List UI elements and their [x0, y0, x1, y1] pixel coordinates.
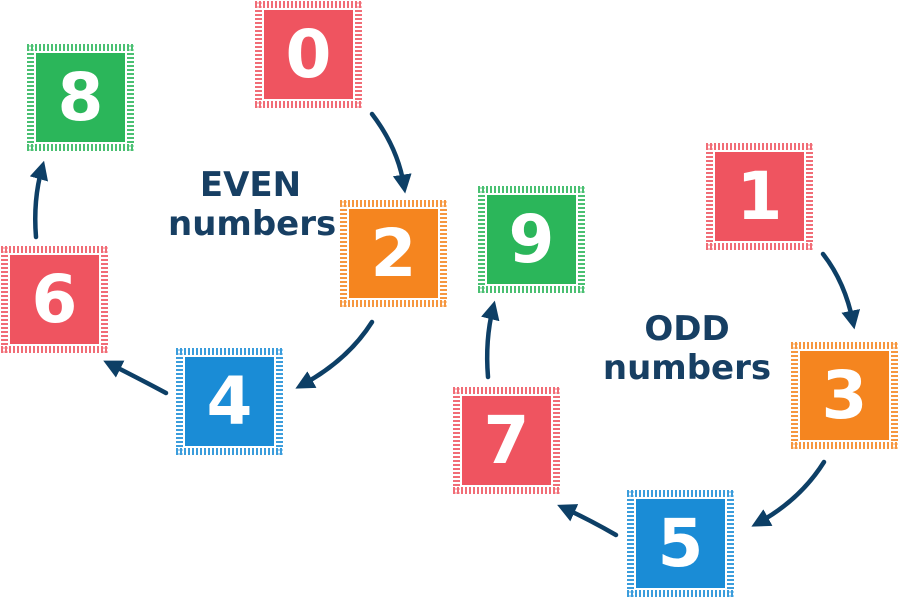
arrow-7-to-9 — [481, 300, 500, 380]
digit-2: 2 — [370, 214, 417, 292]
arrow-1-to-3 — [820, 251, 861, 330]
tile-1: 1 — [706, 143, 813, 250]
digit-6: 6 — [31, 260, 78, 338]
tile-3: 3 — [791, 342, 898, 449]
arrow-3-to-5 — [751, 459, 827, 527]
even-numbers-label: EVEN numbers — [168, 165, 337, 245]
digit-8: 8 — [57, 58, 104, 136]
even-label-line1: EVEN — [199, 165, 302, 205]
tile-5: 5 — [627, 490, 734, 597]
digit-4: 4 — [206, 362, 253, 440]
arrow-0-to-2 — [369, 111, 412, 194]
tile-6: 6 — [1, 246, 108, 353]
tile-9: 9 — [478, 186, 585, 293]
digit-3: 3 — [821, 356, 868, 434]
digit-7: 7 — [483, 401, 530, 479]
arrow-4-to-6 — [103, 360, 169, 396]
digit-9: 9 — [508, 200, 555, 278]
digit-0: 0 — [285, 15, 332, 93]
odd-label-line1: ODD — [644, 309, 730, 349]
tile-4: 4 — [176, 348, 283, 455]
tile-0: 0 — [255, 1, 362, 108]
tile-7: 7 — [453, 387, 560, 494]
tile-2: 2 — [340, 200, 447, 307]
even-label-line2: numbers — [168, 204, 337, 245]
arrow-6-to-8 — [29, 160, 49, 240]
arrow-5-to-7 — [557, 504, 619, 538]
tile-8: 8 — [27, 44, 134, 151]
digit-5: 5 — [657, 504, 704, 582]
arrow-2-to-4 — [295, 319, 375, 389]
digit-1: 1 — [736, 157, 783, 235]
odd-numbers-label: ODD numbers — [592, 309, 782, 389]
odd-label-line2: numbers — [602, 348, 772, 389]
